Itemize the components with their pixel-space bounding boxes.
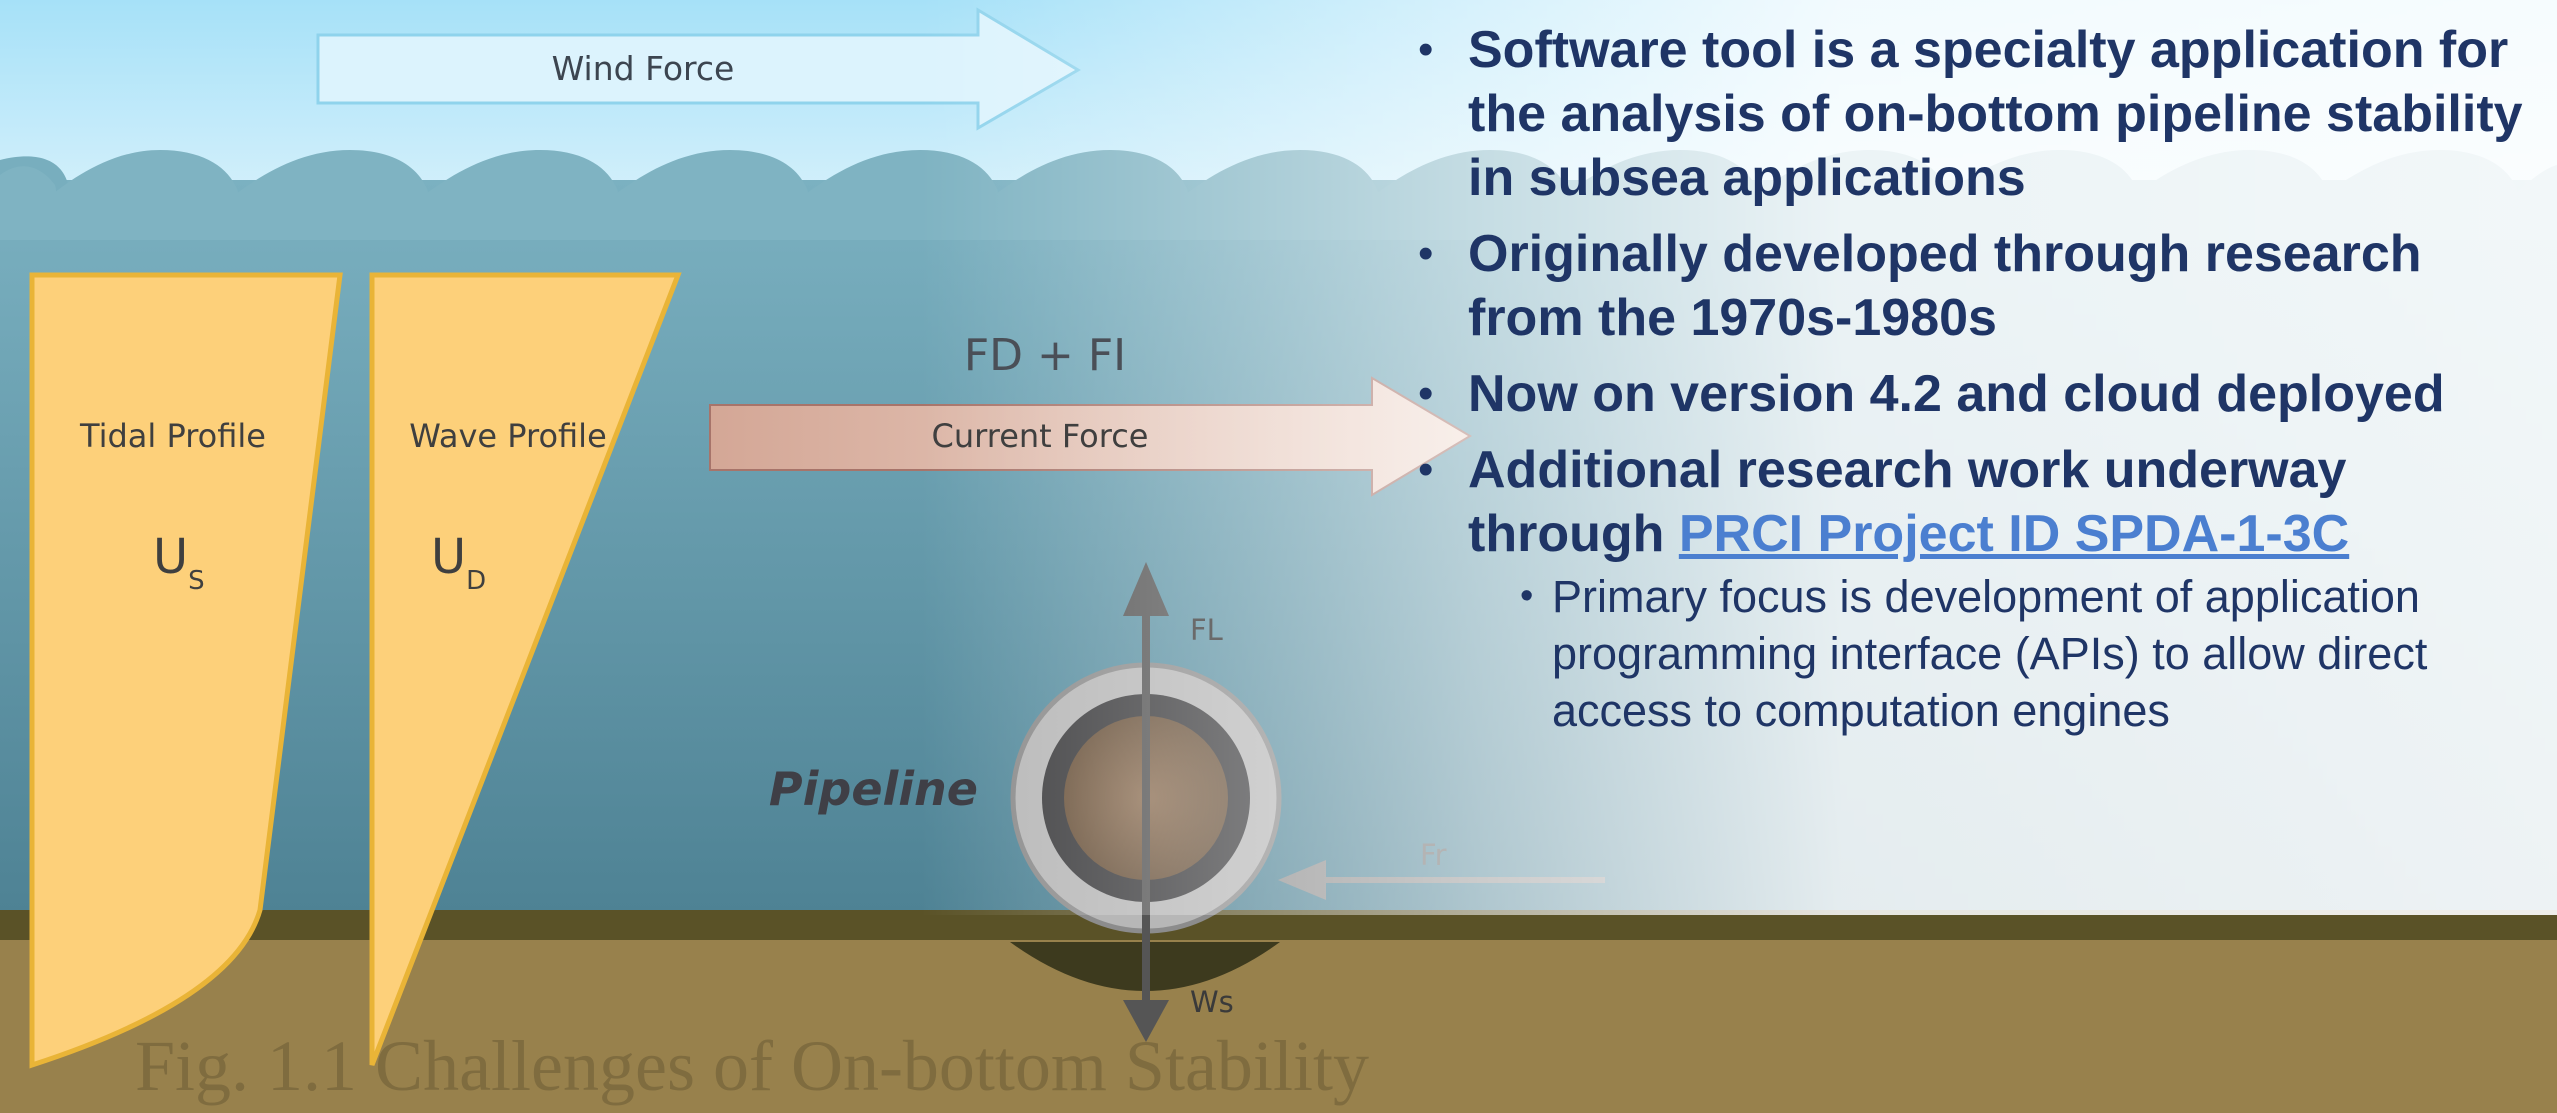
tidal-velocity-symbol: US bbox=[153, 529, 205, 596]
friction-force-label: Fr bbox=[1420, 838, 1447, 872]
wind-force-label: Wind Force bbox=[552, 49, 735, 88]
weight-arrow-head bbox=[1123, 1000, 1169, 1042]
prci-project-link[interactable]: PRCI Project ID SPDA-1-3C bbox=[1678, 505, 2350, 563]
pipeline-label: Pipeline bbox=[769, 762, 978, 816]
seabed bbox=[0, 940, 2557, 1113]
current-force-label: Current Force bbox=[932, 417, 1149, 455]
wave-profile-label: Wave Profile bbox=[409, 417, 607, 455]
current-force-equation: FD + FI bbox=[964, 330, 1126, 381]
bullet-item: Additional research work underway throug… bbox=[1410, 438, 2540, 739]
weight-force-label: Ws bbox=[1190, 985, 1234, 1019]
bullet-item: Now on version 4.2 and cloud deployed bbox=[1410, 362, 2540, 426]
bullet-item: Originally developed through research fr… bbox=[1410, 222, 2540, 350]
figure-caption: Fig. 1.1 Challenges of On-bottom Stabili… bbox=[135, 1026, 1369, 1106]
bullet-list: Software tool is a specialty application… bbox=[1410, 18, 2540, 751]
lift-force-label: FL bbox=[1190, 613, 1223, 647]
wave-velocity-symbol: UD bbox=[431, 529, 486, 596]
sub-bullet-item: Primary focus is development of applicat… bbox=[1468, 568, 2540, 739]
bullet-item: Software tool is a specialty application… bbox=[1410, 18, 2540, 210]
tidal-profile-label: Tidal Profile bbox=[79, 417, 266, 455]
